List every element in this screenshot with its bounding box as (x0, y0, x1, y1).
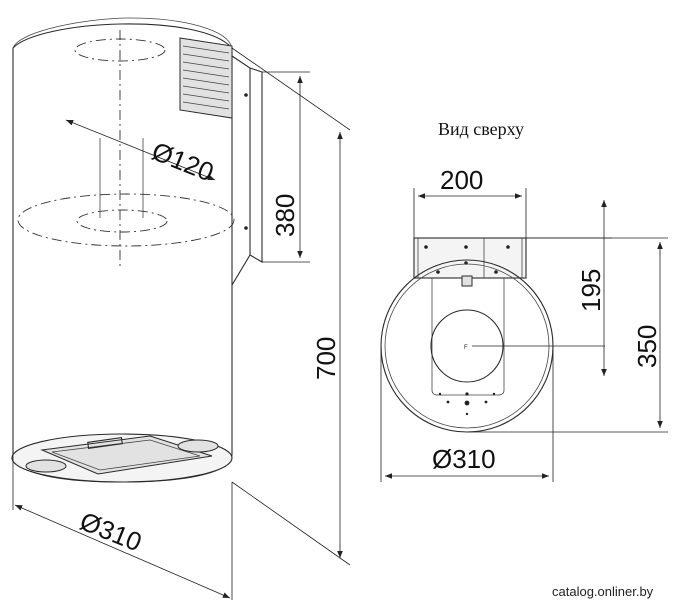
dim-side-diameter-text: Ø310 (76, 506, 146, 558)
dim-total-height-text: 700 (311, 337, 341, 380)
dim-duct-height: 380 (262, 71, 310, 263)
cylinder-top-rim (12, 17, 233, 49)
mid-dashed-ellipse (17, 193, 235, 247)
dim-top-width: 200 (413, 165, 527, 238)
top-bracket (413, 237, 527, 287)
dim-inner-diameter-text: Ø120 (148, 136, 218, 188)
dim-top-350: 350 (467, 237, 668, 433)
top-view: Вид сверху F (380, 119, 668, 482)
dim-duct-height-text: 380 (270, 194, 300, 237)
dim-top-195: 195 (526, 200, 612, 376)
dim-top-width-text: 200 (440, 165, 483, 195)
dim-top-diameter-text: Ø310 (432, 444, 496, 474)
top-duct-outline (431, 278, 505, 396)
top-view-title: Вид сверху (438, 119, 524, 139)
wall-bracket (231, 55, 263, 286)
vent-grille (179, 37, 233, 119)
dim-top-195-text: 195 (576, 269, 606, 312)
dim-total-height: 700 (231, 47, 351, 566)
watermark: catalog.onliner.by (552, 584, 654, 599)
dim-inner-diameter: Ø120 (65, 119, 218, 188)
inner-dashed-ellipse (76, 209, 168, 233)
dim-top-350-text: 350 (632, 325, 662, 368)
dim-top-diameter: Ø310 (380, 346, 554, 482)
hood-bottom (11, 433, 233, 483)
marker-letter: F (464, 345, 468, 351)
side-view: Ø120 380 700 Ø310 (11, 17, 351, 600)
